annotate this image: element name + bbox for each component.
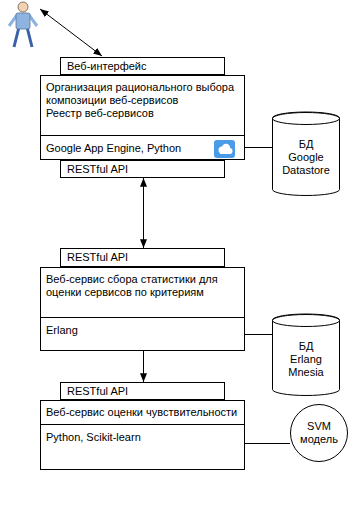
- connector-line: [244, 147, 272, 148]
- node-text: БД Erlang Mnesia: [282, 340, 330, 379]
- cylinder-body: [273, 314, 340, 395]
- user-figure: [9, 2, 37, 47]
- connector-line: [244, 334, 272, 335]
- node-text: RESTful API: [67, 384, 218, 398]
- node-text: Erlang: [46, 324, 239, 337]
- database-cylinder: БД Erlang Mnesia: [272, 314, 340, 396]
- service-box: Веб-сервис оценки чувствительностиPython…: [40, 400, 245, 470]
- node-text: RESTful API: [67, 250, 218, 264]
- service-box: Организация рационального выбора компози…: [40, 75, 245, 160]
- service-box: Веб-сервис сбора статистики для оценки с…: [40, 267, 245, 351]
- node-text: Веб-сервис оценки чувствительности: [46, 406, 239, 419]
- node-text: Google App Engine, Python: [46, 142, 239, 155]
- connector-line: [244, 443, 290, 444]
- cylinder-top: [273, 315, 340, 327]
- api-tab: RESTful API: [60, 382, 225, 400]
- api-tab: RESTful API: [60, 248, 225, 267]
- node-text: Организация рационального выбора компози…: [46, 81, 239, 107]
- cylinder-body: [273, 112, 340, 195]
- node-text: Веб-интерфейс: [67, 59, 218, 73]
- api-tab: RESTful API: [60, 160, 225, 178]
- model-circle: SVM модель: [290, 404, 348, 462]
- circle-body: [291, 405, 348, 462]
- platform-band: Erlang: [41, 317, 244, 350]
- cylinder-top: [273, 113, 340, 125]
- node-text: SVM модель: [296, 420, 342, 446]
- node-text: Веб-сервис сбора статистики для оценки с…: [46, 273, 239, 299]
- node-text: Реестр веб-сервисов: [46, 107, 239, 120]
- cloud-icon: [214, 140, 235, 158]
- node-text: БД Google Datastore: [282, 138, 330, 177]
- user-arrow: [40, 9, 102, 56]
- connector-line: [143, 350, 144, 382]
- connector-line: [143, 178, 144, 248]
- node-text: RESTful API: [67, 162, 218, 176]
- interface-tab: Веб-интерфейс: [60, 57, 225, 75]
- node-text: Python, Scikit-learn: [46, 431, 239, 444]
- platform-band: Google App Engine, Python: [41, 135, 244, 159]
- platform-band: Python, Scikit-learn: [41, 424, 244, 469]
- database-cylinder: БД Google Datastore: [272, 112, 340, 196]
